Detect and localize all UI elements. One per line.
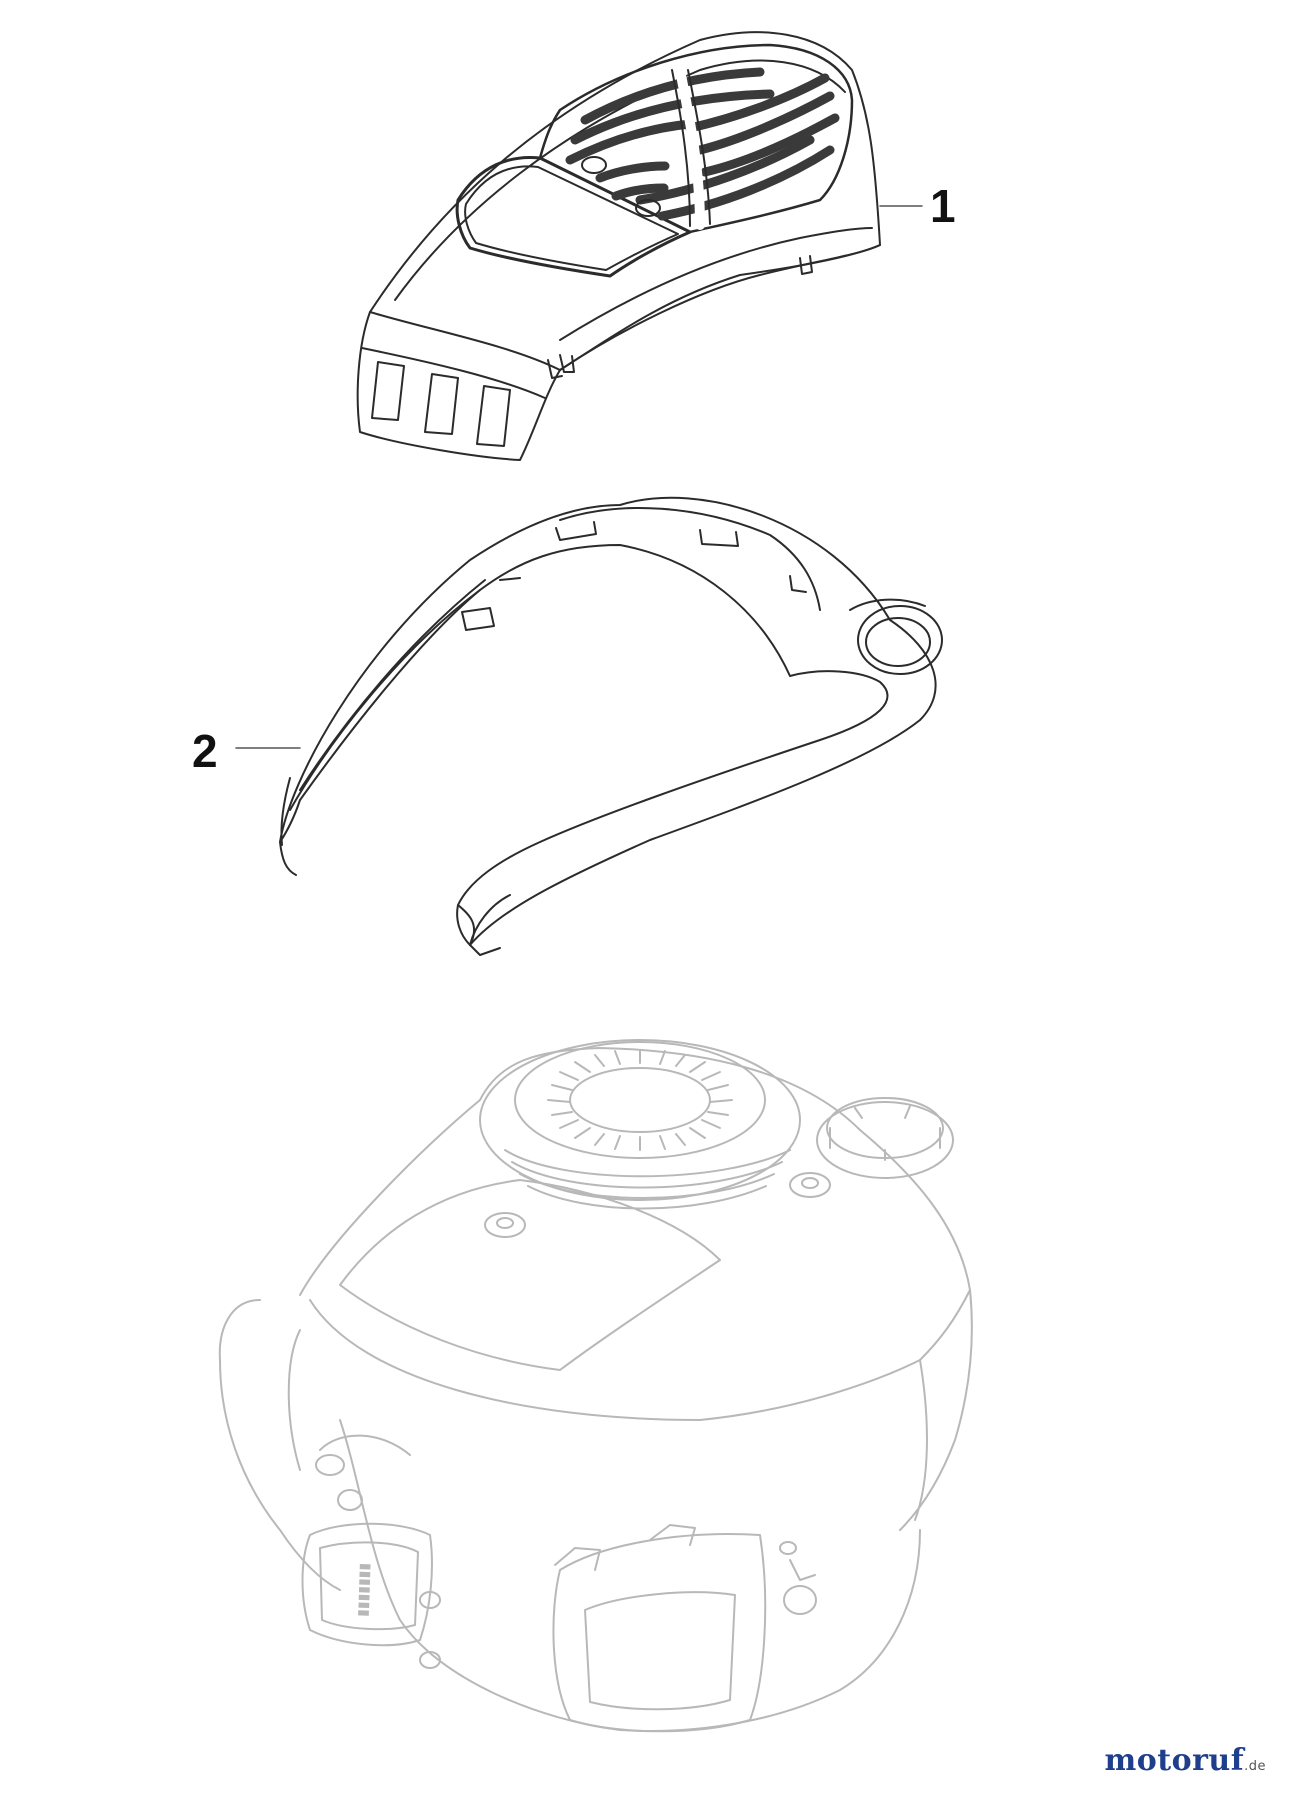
callout-part-2: 2 xyxy=(192,725,218,777)
callout-part-1: 1 xyxy=(930,180,956,232)
watermark-logo: motoruf.de xyxy=(1104,1743,1266,1778)
watermark-tld: .de xyxy=(1244,1759,1266,1774)
engine-block-icon: ▮▮▮▮▮▮▮ xyxy=(218,1039,973,1733)
svg-text:▮▮▮▮▮▮▮: ▮▮▮▮▮▮▮ xyxy=(354,1563,372,1617)
cover-frame-icon xyxy=(235,496,943,956)
watermark-brand: motoruf xyxy=(1104,1743,1245,1778)
engine-top-cover-icon xyxy=(356,31,923,461)
